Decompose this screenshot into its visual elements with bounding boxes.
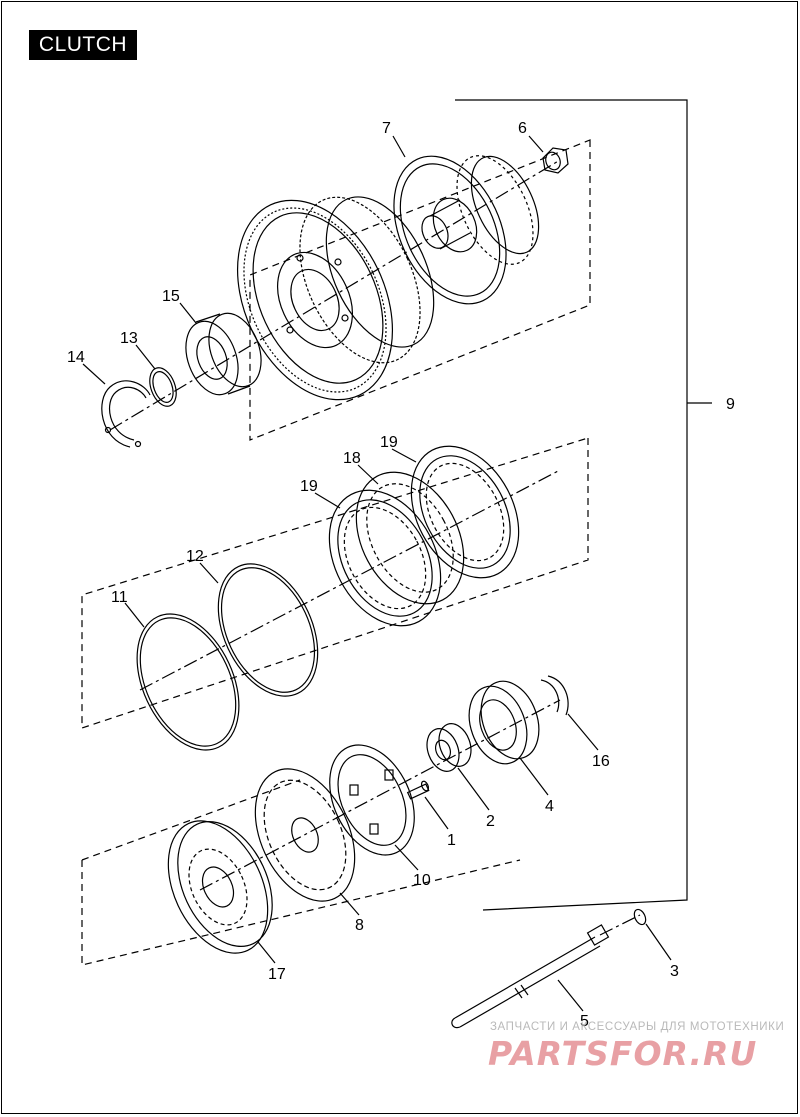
watermark-logo: PARTSFOR.RU [488,1034,758,1073]
callout-13: 13 [120,330,138,347]
callout-16: 16 [592,753,610,770]
item-4-housing [468,680,540,765]
callout-4: 4 [545,798,554,815]
leader-2 [457,767,490,811]
callout-9: 9 [726,396,735,413]
group-box-lower [81,859,521,966]
item-19-friction-plate-rear [410,445,520,579]
item-7-clutch-hub [393,155,540,305]
page-title: CLUTCH [29,30,137,60]
callout-3: 3 [670,963,679,980]
item-2-bearing [426,723,472,772]
leader-14 [82,363,106,385]
group-box-middle [81,437,589,729]
callout-19-front: 19 [300,478,318,495]
leader-5 [557,979,584,1012]
leader-19a [391,448,417,463]
leader-12 [199,562,219,584]
axis-pushrod [599,914,641,936]
callout-2: 2 [486,813,495,830]
callout-5: 5 [580,1013,589,1030]
callout-8: 8 [355,917,364,934]
callout-7: 7 [382,120,391,137]
item-16-retaining-ring [540,675,569,716]
item-10-pressure-plate [329,744,415,856]
item-17-spring-plate [167,820,273,954]
axis-middle [139,469,561,691]
axis-lower [199,699,561,891]
callout-11: 11 [111,589,128,606]
item-11-ring [136,613,240,751]
group-box-upper [249,139,591,441]
callout-1: 1 [447,832,456,849]
item-6-nut [542,147,569,174]
item-19-friction-plate-front [328,489,442,627]
leader-3 [645,923,672,961]
callout-14: 14 [67,349,85,366]
axis-upper [109,159,561,431]
callout-6: 6 [518,120,527,137]
leader-18 [357,464,379,485]
watermark-tagline: ЗАПЧАСТИ И АКСЕССУАРЫ ДЛЯ МОТОТЕХНИКИ [490,1021,785,1033]
clutch-shell-ring-gear [236,196,435,401]
item-3-retaining-ring [633,908,647,926]
item-13-retaining-ring [149,367,177,407]
leader-10 [394,844,419,871]
group-box-lower-top [81,779,301,861]
item-8-diaphragm-spring [254,768,356,902]
item-15-bearing [185,312,262,396]
leader-13 [135,344,156,370]
leader-17 [257,941,276,964]
item-1-screw [406,780,430,800]
assembly-bracket-9 [455,99,688,911]
leader-4 [519,757,549,796]
callout-12: 12 [186,548,204,565]
item-5-pushrod [451,924,610,1029]
callout-15: 15 [162,288,180,305]
leader-7 [392,135,406,158]
callout-17: 17 [268,966,286,983]
leader-11 [124,602,145,628]
leader-1 [424,796,449,830]
callout-18: 18 [343,450,361,467]
leader-8 [339,892,360,916]
leader-16 [567,713,599,751]
leader-6 [528,135,544,153]
leader-19b [314,492,341,509]
callout-19-rear: 19 [380,434,398,451]
item-18-steel-plate [355,471,465,605]
item-14-retaining-ring [101,380,151,448]
callout-10: 10 [413,872,431,889]
leader-15 [179,302,197,324]
item-12-ring [217,563,319,697]
